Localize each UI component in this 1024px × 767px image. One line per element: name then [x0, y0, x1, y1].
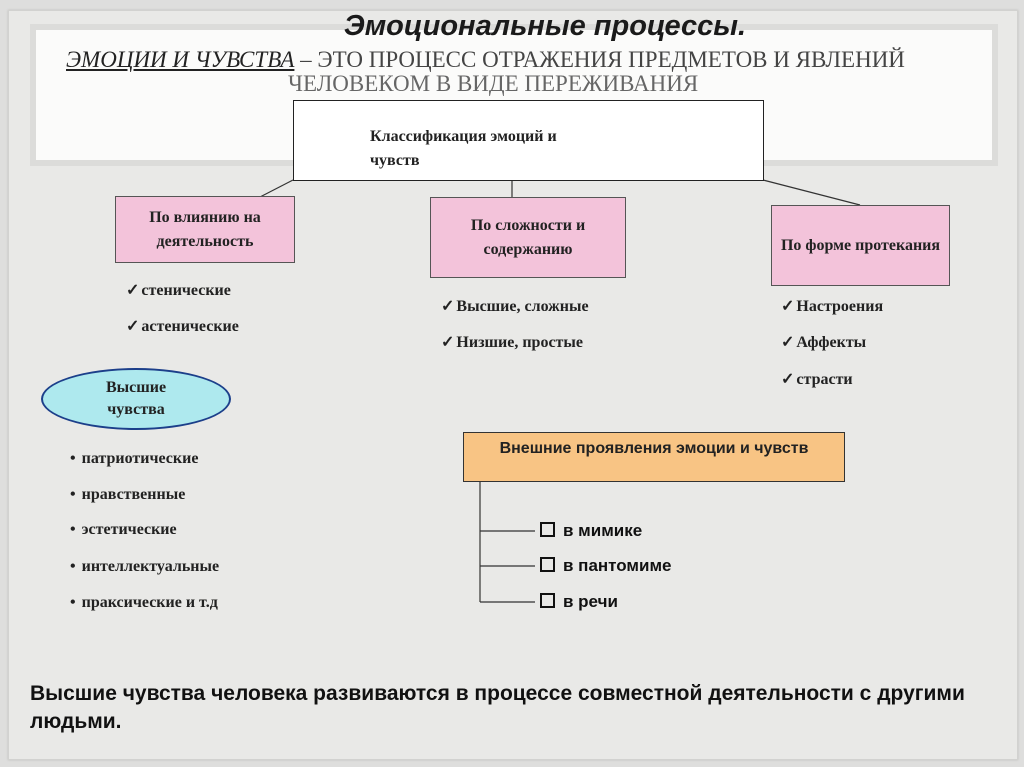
category-box-activity: По влиянию на деятельность	[115, 196, 295, 263]
list-item: ✓Настроения	[781, 298, 884, 315]
list-item: ✓Низшие, простые	[441, 334, 583, 351]
definition-term: ЭМОЦИИ И ЧУВСТВА	[66, 47, 295, 72]
checkmark-icon: ✓	[781, 371, 795, 388]
list-item: в мимике	[540, 521, 642, 541]
list-item: ✓Высшие, сложные	[441, 298, 589, 315]
list-item: •интеллектуальные	[70, 558, 220, 575]
higher-feelings-label: Высшие чувства	[105, 379, 167, 418]
checkmark-icon: ✓	[781, 298, 795, 315]
checkbox-icon	[540, 522, 555, 537]
list-item: •нравственные	[70, 486, 186, 503]
category-label: По сложности и содержанию	[470, 216, 586, 258]
list-item: ✓стенические	[126, 282, 231, 299]
checkbox-icon	[540, 557, 555, 572]
list-item: в пантомиме	[540, 556, 671, 576]
footer-text: Высшие чувства человека развиваются в пр…	[30, 682, 965, 733]
external-label: Внешние проявления эмоции и чувств	[499, 440, 809, 457]
higher-feelings-oval: Высшие чувства	[41, 368, 231, 430]
checkbox-icon	[540, 593, 555, 608]
list-item: •эстетические	[70, 521, 177, 538]
list-item: ✓Аффекты	[781, 334, 867, 351]
definition-rest: – ЭТО ПРОЦЕСС ОТРАЖЕНИЯ ПРЕДМЕТОВ И ЯВЛЕ…	[294, 47, 905, 72]
list-item: •патриотические	[70, 450, 199, 467]
list-item: ✓страсти	[781, 371, 853, 388]
external-manifestations-box: Внешние проявления эмоции и чувств	[463, 432, 845, 482]
list-item: •праксические и т.д	[70, 594, 218, 611]
definition-text: ЭМОЦИИ И ЧУВСТВА – ЭТО ПРОЦЕСС ОТРАЖЕНИЯ…	[66, 48, 966, 96]
list-item: ✓астенические	[126, 318, 239, 335]
classification-box: Классификация эмоций и чувств	[293, 100, 764, 181]
classification-line2: чувств	[370, 152, 420, 169]
checkmark-icon: ✓	[126, 318, 140, 335]
checkmark-icon: ✓	[441, 298, 455, 315]
category-label: По влиянию на деятельность	[149, 208, 261, 250]
category-box-form: По форме протекания	[771, 205, 950, 286]
connector-right	[762, 179, 861, 206]
category-label: По форме протекания	[780, 236, 941, 254]
definition-line2: ЧЕЛОВЕКОМ В ВИДЕ ПЕРЕЖИВАНИЯ	[288, 71, 699, 96]
list-item: в речи	[540, 592, 618, 612]
category-box-complexity: По сложности и содержанию	[430, 197, 626, 278]
checkmark-icon: ✓	[441, 334, 455, 351]
slide-title: Эмоциональные процессы.	[343, 10, 747, 42]
classification-line1: Классификация эмоций и	[370, 128, 557, 145]
checkmark-icon: ✓	[126, 282, 140, 299]
checkmark-icon: ✓	[781, 334, 795, 351]
connector-left	[259, 179, 294, 198]
